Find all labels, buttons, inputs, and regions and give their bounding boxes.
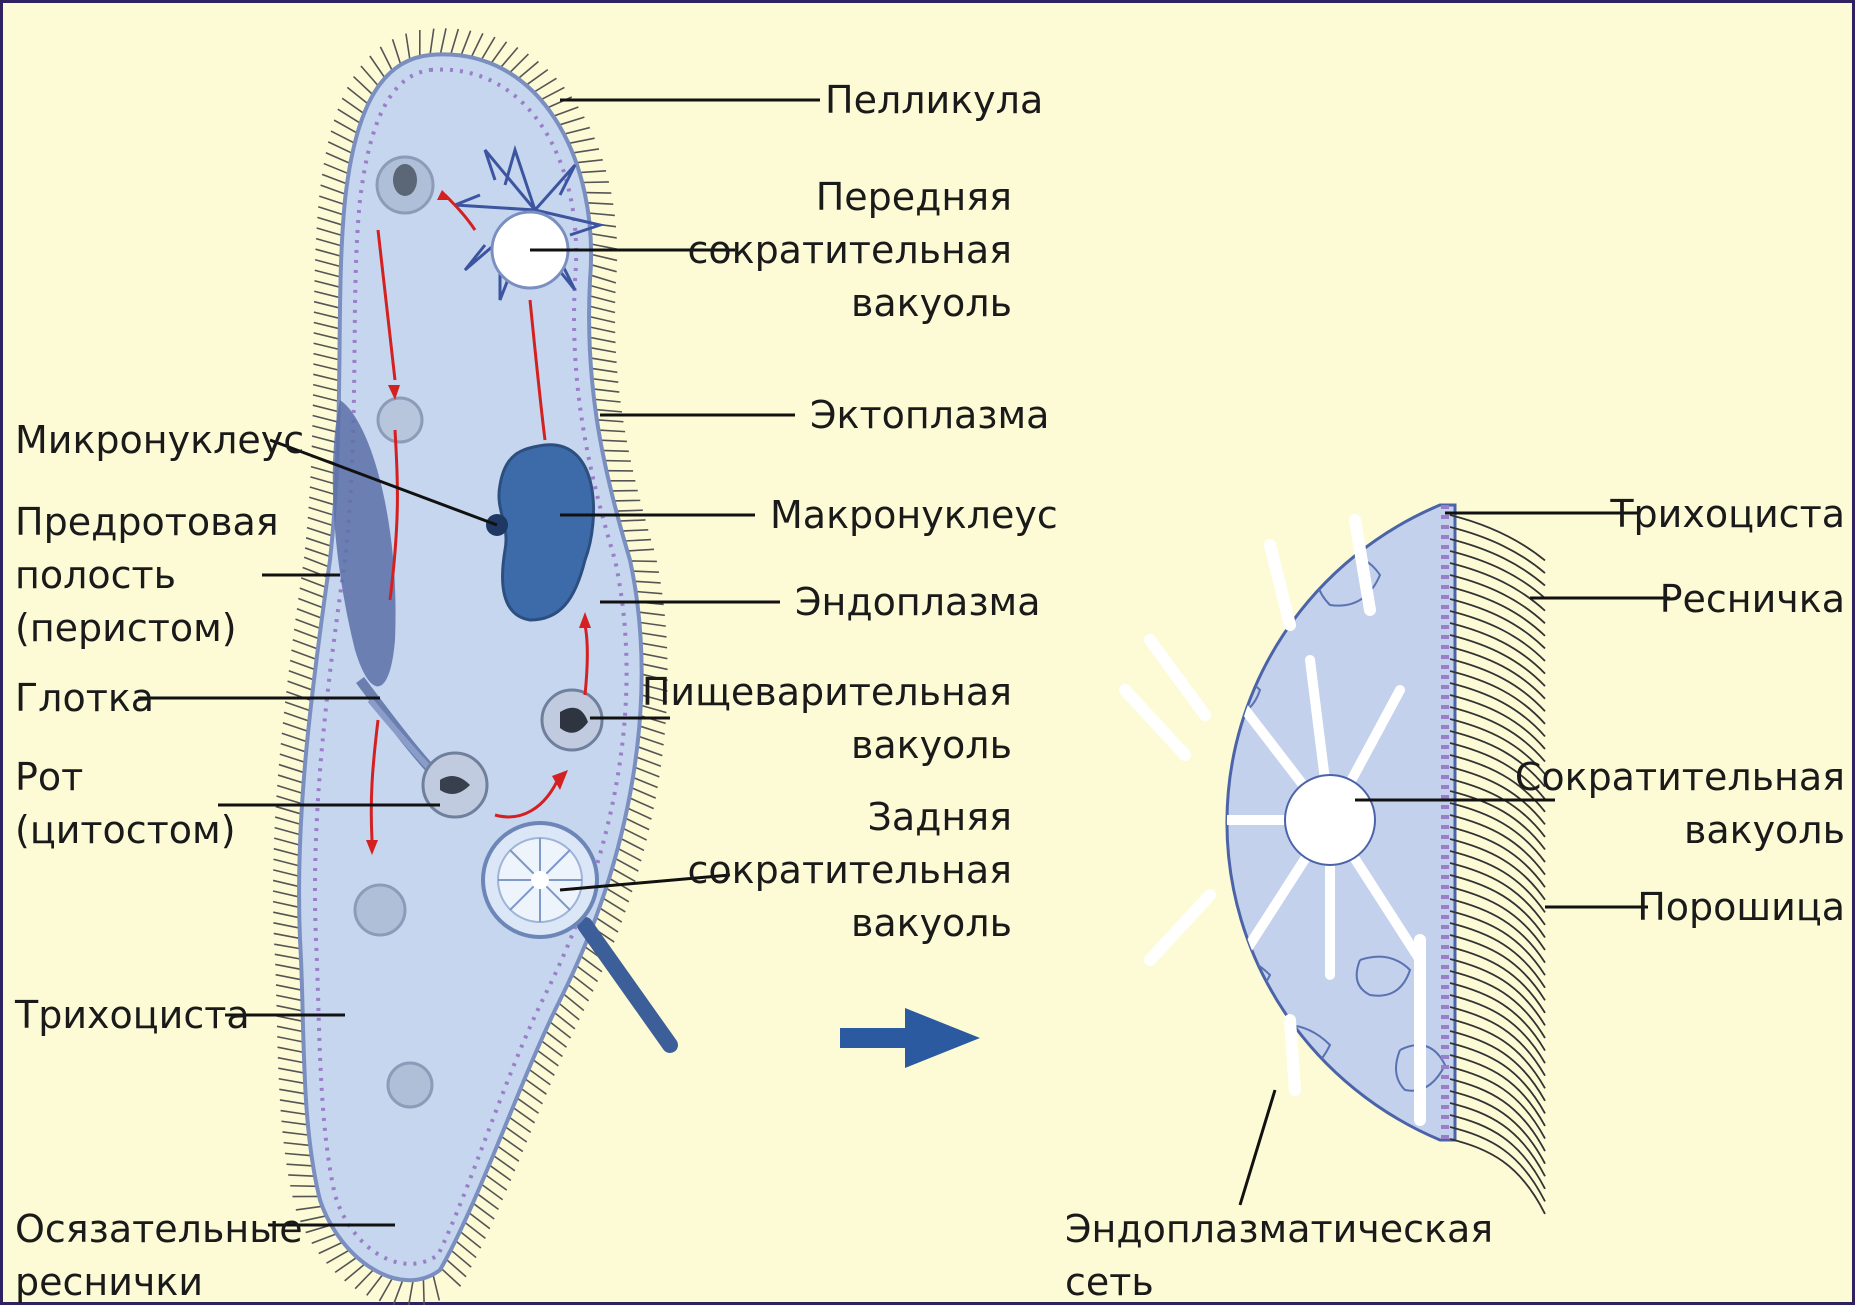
food-vacuole-lower: [355, 885, 405, 935]
cilium-stroke: [423, 1278, 424, 1305]
label-anal-pore: Порошица: [1637, 885, 1845, 929]
label-digestive-vacuole-1: Пищеварительная: [642, 670, 1012, 714]
cilium-stroke: [616, 510, 643, 511]
label-endoplasmic-network-2: сеть: [1065, 1260, 1154, 1304]
cilium-stroke: [290, 1186, 317, 1187]
label-posterior-vacuole-1: Задняя: [868, 795, 1013, 839]
cilium-stroke: [630, 561, 657, 562]
label-peristome-1: Предротовая: [15, 500, 279, 544]
label-ectoplasm: Эктоплазма: [810, 393, 1049, 437]
label-endoplasm: Эндоплазма: [795, 580, 1040, 624]
label-posterior-vacuole-2: сократительная: [687, 848, 1012, 892]
label-pellicle: Пелликула: [825, 78, 1043, 122]
label-contractile-vacuole-1: Сократительная: [1515, 755, 1845, 799]
label-digestive-vacuole-2: вакуоль: [851, 723, 1012, 767]
label-anterior-vacuole-2: сократительная: [687, 228, 1012, 272]
label-anterior-vacuole-1: Передняя: [816, 175, 1012, 219]
label-endoplasmic-network-1: Эндоплазматическая: [1065, 1207, 1493, 1251]
cilium-stroke: [602, 450, 629, 451]
cilium-stroke: [632, 571, 659, 572]
food-vacuole-mid: [378, 398, 422, 442]
label-tactile-cilia-1: Осязательные: [15, 1207, 303, 1251]
label-posterior-vacuole-3: вакуоль: [851, 901, 1012, 945]
food-vacuole-bottom: [388, 1063, 432, 1107]
label-micronucleus: Микронуклеус: [15, 418, 304, 462]
label-peristome-2: полость: [15, 553, 176, 597]
zoom-contractile-vacuole: [1285, 775, 1375, 865]
label-mouth-2: (цитостом): [15, 808, 236, 852]
label-contractile-vacuole-2: вакуоль: [1684, 808, 1845, 852]
label-trichocyst-left: Трихоциста: [14, 993, 250, 1037]
cilium-stroke: [604, 461, 631, 462]
label-mouth-1: Рот: [15, 755, 83, 799]
cilium-stroke: [619, 520, 646, 521]
label-tactile-cilia-2: реснички: [15, 1260, 203, 1304]
cilium-stroke: [614, 500, 641, 501]
label-peristome-3: (перистом): [15, 606, 237, 650]
label-cilium: Ресничка: [1660, 577, 1845, 621]
label-macronucleus: Макронуклеус: [770, 493, 1058, 537]
label-anterior-vacuole-3: вакуоль: [851, 281, 1012, 325]
label-trichocyst-right: Трихоциста: [1609, 492, 1845, 536]
label-pharynx: Глотка: [15, 676, 154, 720]
cilium-stroke: [582, 182, 609, 183]
